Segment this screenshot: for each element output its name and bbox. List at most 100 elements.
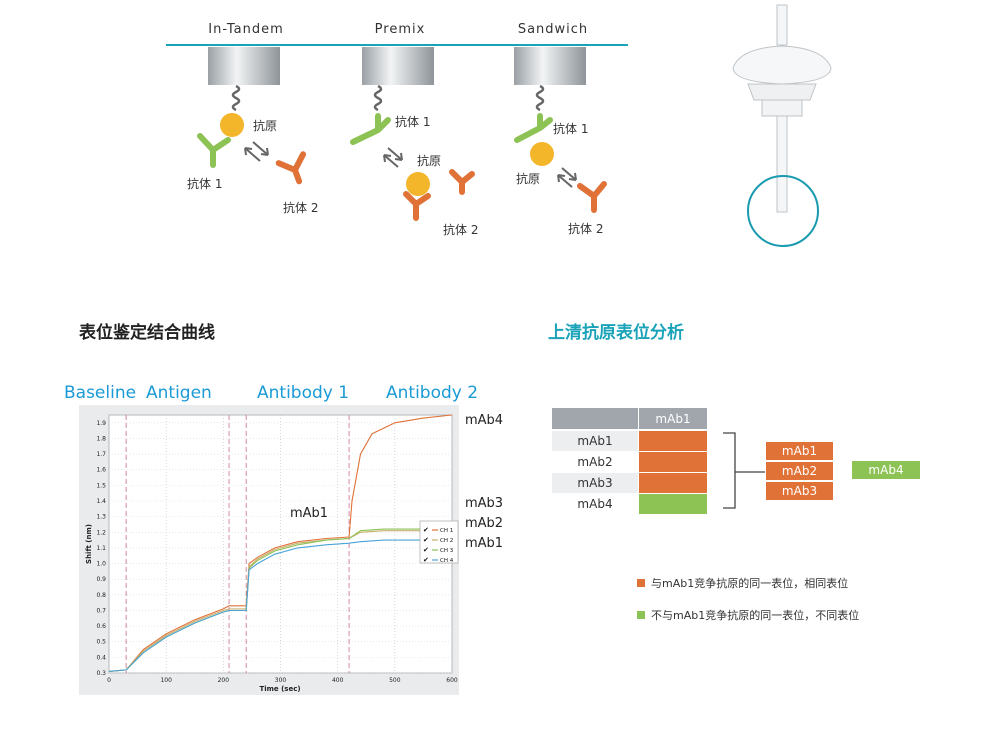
tip-highlight-circle <box>747 175 819 247</box>
y-tick-label: 1.7 <box>96 451 106 458</box>
biosensor-tip <box>514 47 586 85</box>
arrow-back <box>383 154 399 168</box>
legend-entry: CH 3 <box>440 548 454 554</box>
group-same-epitope-item: mAb3 <box>766 482 833 500</box>
y-tick-label: 0.4 <box>96 654 106 661</box>
legend-check-icon: ✔ <box>423 556 429 564</box>
label-antibody2: 抗体 2 <box>283 201 319 215</box>
label-antigen: 抗原 <box>516 172 541 186</box>
label-antigen: 抗原 <box>253 119 278 133</box>
antigen-shape <box>406 172 430 196</box>
arrow-forward <box>252 141 269 156</box>
arrow-forward <box>561 167 577 181</box>
y-tick-label: 1.1 <box>96 545 106 552</box>
label-antigen: 抗原 <box>417 154 442 168</box>
y-tick-label: 1.6 <box>96 467 106 474</box>
legend-swatch-same-epitope <box>637 579 645 587</box>
curve-label-mab2: mAb2 <box>465 516 504 531</box>
antibody1-shape <box>514 113 553 143</box>
antibody1-shape <box>197 133 231 168</box>
linker-spring <box>535 84 545 112</box>
legend-entry: CH 2 <box>440 538 453 544</box>
curve-label-mab1: mAb1 <box>465 536 504 551</box>
y-tick-label: 1.5 <box>96 482 106 489</box>
antigen-shape <box>530 142 554 166</box>
y-tick-label: 1.3 <box>96 514 106 521</box>
y-tick-label: 0.8 <box>96 592 106 599</box>
grouping-bracket <box>723 432 765 509</box>
linker-spring <box>373 84 383 112</box>
arrow-back <box>557 174 573 188</box>
arrow-forward <box>387 147 403 161</box>
label-antibody1: 抗体 1 <box>395 115 431 129</box>
x-tick-label: 400 <box>332 677 344 684</box>
table-cell-same-epitope <box>639 431 707 451</box>
series-line-ch-1 <box>108 414 453 672</box>
label-antibody2: 抗体 2 <box>443 223 479 237</box>
legend-entry: CH 4 <box>440 558 454 564</box>
y-tick-label: 0.5 <box>96 639 106 646</box>
antibody2-shape <box>403 191 431 221</box>
biosensor-tip <box>362 47 434 85</box>
y-tick-label: 0.3 <box>96 670 106 677</box>
legend-check-icon: ✔ <box>423 536 429 544</box>
antibody2-shape <box>275 151 307 185</box>
binding-formats-diagram <box>166 4 832 247</box>
chart-series <box>108 414 453 672</box>
x-tick-label: 0 <box>107 677 111 684</box>
label-antibody1: 抗体 1 <box>187 177 223 191</box>
y-tick-label: 1.4 <box>96 498 106 505</box>
table-row-label: mAb3 <box>552 473 638 493</box>
legend-entry: CH 1 <box>440 528 453 534</box>
format-title-premix: Premix <box>374 22 426 37</box>
table-row-label: mAb1 <box>552 431 638 451</box>
y-tick-label: 1.9 <box>96 420 106 427</box>
group-different-epitope-item: mAb4 <box>852 461 920 479</box>
x-tick-label: 100 <box>160 677 172 684</box>
y-axis-label: Shift (nm) <box>85 524 93 564</box>
y-tick-label: 1.8 <box>96 435 106 442</box>
antibody2-shape <box>577 181 607 213</box>
y-tick-label: 1.0 <box>96 561 106 568</box>
curve-label-mab1-mid: mAb1 <box>290 506 329 521</box>
antibody1-shape <box>350 113 391 145</box>
table-column-header: mAb1 <box>639 408 707 429</box>
table-cell-same-epitope <box>639 473 707 493</box>
table-cell-same-epitope <box>639 452 707 472</box>
x-tick-label: 600 <box>446 677 458 684</box>
phase-label-baseline: Baseline <box>64 383 137 403</box>
biosensor-probe-illustration <box>732 4 832 247</box>
x-axis-label: Time (sec) <box>259 685 300 693</box>
phase-label-antibody2: Antibody 2 <box>386 383 479 403</box>
legend-text-same-epitope: 与mAb1竞争抗原的同一表位，相同表位 <box>651 577 849 590</box>
table-corner-header <box>552 408 638 429</box>
phase-boundaries <box>125 415 350 673</box>
series-line-ch-4 <box>108 539 452 672</box>
table-cell-different-epitope <box>639 494 707 514</box>
table-row-label: mAb2 <box>552 452 638 472</box>
premix-format <box>350 47 475 221</box>
label-antibody1: 抗体 1 <box>553 122 589 136</box>
y-tick-label: 0.6 <box>96 623 106 630</box>
format-title-in-tandem: In-Tandem <box>208 22 284 37</box>
y-tick-label: 0.7 <box>96 607 106 614</box>
sandwich-format <box>514 47 607 213</box>
linker-spring <box>231 84 241 112</box>
y-tick-label: 1.2 <box>96 529 106 536</box>
in-tandem-format <box>197 47 307 185</box>
phase-label-antigen: Antigen <box>146 383 212 403</box>
left-heading: 表位鉴定结合曲线 <box>79 323 215 343</box>
curve-label-mab4: mAb4 <box>465 413 504 428</box>
group-same-epitope-item: mAb1 <box>766 442 833 460</box>
table-row-label: mAb4 <box>552 494 638 514</box>
y-tick-label: 0.9 <box>96 576 106 583</box>
chart-legend: ✔ CH 1 ✔ CH 2 ✔ CH 3 ✔ CH 4 <box>419 520 459 564</box>
legend-check-icon: ✔ <box>423 526 429 534</box>
antigen-shape <box>220 113 244 137</box>
format-title-sandwich: Sandwich <box>517 22 589 37</box>
group-same-epitope-item: mAb2 <box>766 462 833 480</box>
legend-check-icon: ✔ <box>423 546 429 554</box>
biosensor-tip <box>208 47 280 85</box>
